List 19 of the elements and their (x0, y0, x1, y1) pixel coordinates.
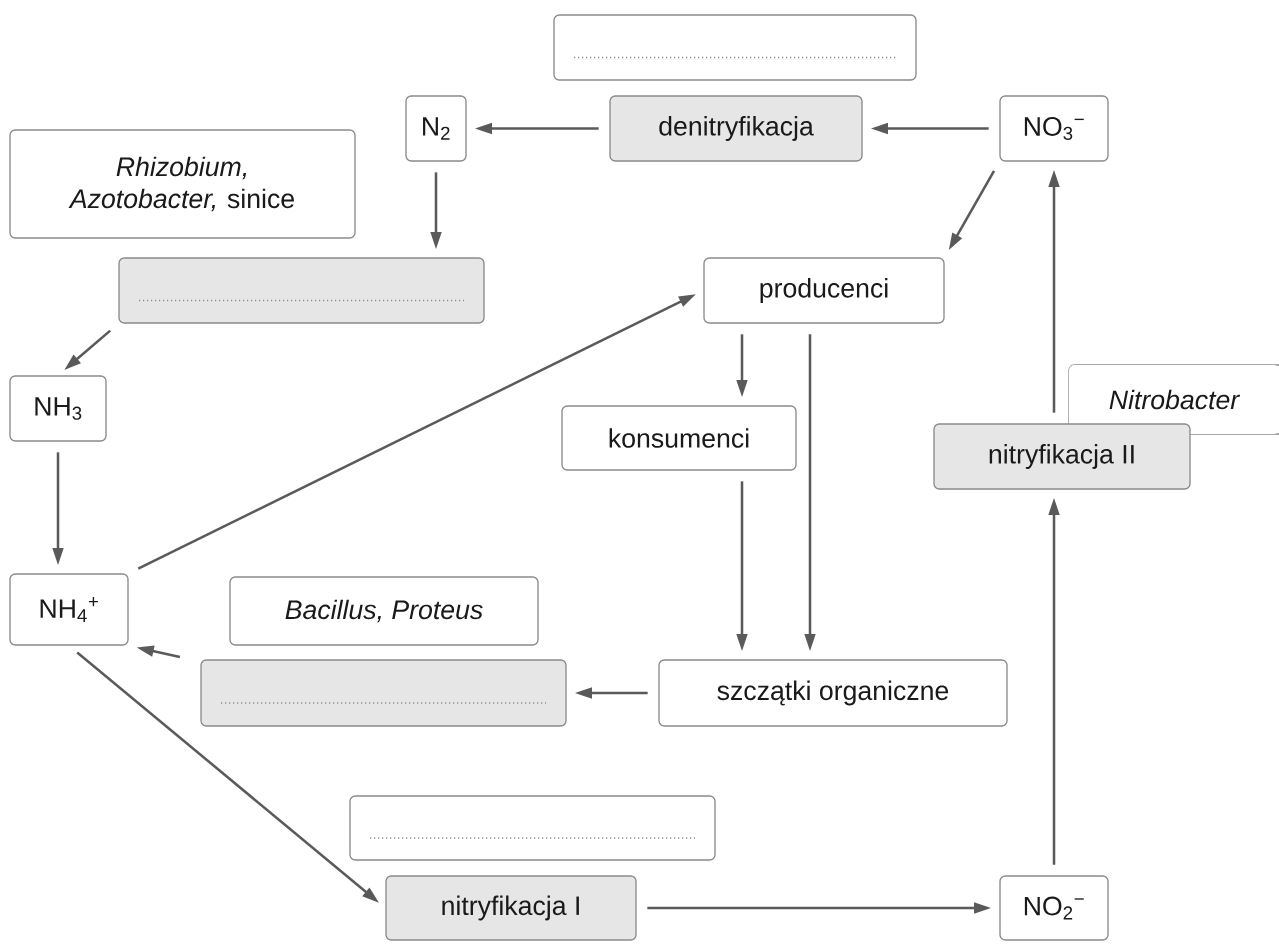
answer-box (553, 14, 917, 81)
organism-box: Rhizobium, Azotobacter, sinice (9, 129, 356, 239)
compound-box: NO$_{2}$− (999, 875, 1109, 941)
organism-box: Bacillus, Proteus (229, 576, 539, 646)
compound-box: NH$_{3}$ (9, 375, 107, 442)
organism-box: konsumenci (561, 405, 797, 471)
organism-box: Nitrobacter (1068, 364, 1279, 435)
process-box: nitryfikacja I (385, 875, 637, 941)
process-box: nitryfikacja II (933, 423, 1191, 490)
matter-box: szczątki organiczne (658, 659, 1008, 727)
compound-box: NO$_{3}$− (999, 95, 1109, 162)
answer-box (200, 659, 567, 727)
node-label: Nitrobacter (1109, 389, 1241, 410)
answer-box (349, 795, 716, 861)
answer-box (118, 257, 485, 324)
compound-box: N$_{2}$ (405, 95, 467, 162)
process-box: denitryfikacja (609, 95, 863, 162)
compound-box: NH$_{4}$+ (9, 573, 129, 646)
organism-box: producenci (703, 257, 945, 324)
